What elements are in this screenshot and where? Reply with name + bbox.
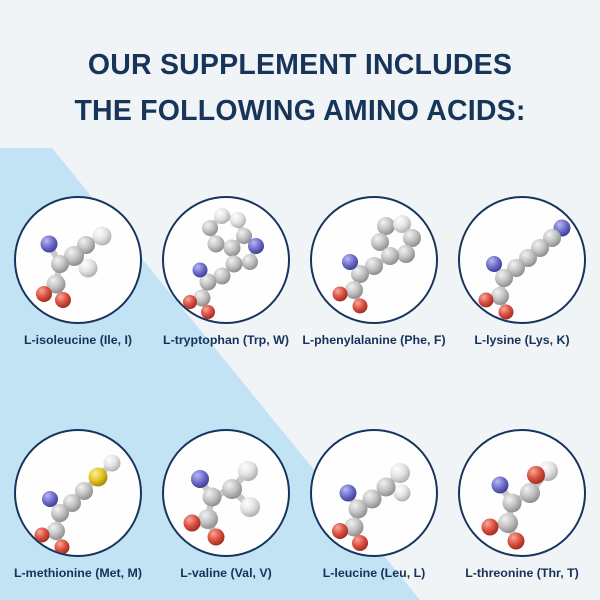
amino-acid-card-leucine[interactable]: L-leucine (Leu, L) (304, 429, 444, 580)
molecule-phenylalanine-icon (332, 215, 421, 314)
amino-acid-row: L-methionine (Met, M) (0, 429, 600, 580)
page-title-line-2: THE FOLLOWING AMINO ACIDS: (74, 95, 526, 127)
amino-acid-grid: L-isoleucine (Ile, I) (0, 196, 600, 580)
page-title-line-1: OUR SUPPLEMENT INCLUDES (87, 49, 513, 81)
molecule-bubble-phenylalanine (310, 196, 438, 324)
amino-acid-card-phenylalanine[interactable]: L-phenylalanine (Phe, F) (302, 196, 446, 347)
amino-acid-label: L-tryptophan (Trp, W) (163, 333, 289, 347)
molecule-valine-icon (183, 461, 260, 546)
molecule-bubble-methionine (14, 429, 142, 557)
molecule-bubble-leucine (310, 429, 438, 557)
molecule-threonine-icon (481, 461, 558, 550)
amino-acid-label: L-isoleucine (Ile, I) (23, 333, 133, 347)
amino-acid-label: L-valine (Val, V) (180, 566, 272, 580)
molecule-bubble-lysine (458, 196, 586, 324)
amino-acid-row: L-isoleucine (Ile, I) (0, 196, 600, 347)
amino-acid-card-isoleucine[interactable]: L-isoleucine (Ile, I) (8, 196, 148, 347)
page-title: OUR SUPPLEMENT INCLUDES THE FOLLOWING AM… (0, 42, 600, 134)
amino-acid-label: L-threonine (Thr, T) (465, 566, 579, 580)
molecule-methionine-icon (34, 454, 121, 555)
amino-acid-label: L-lysine (Lys, K) (474, 333, 570, 347)
amino-acid-label: L-methionine (Met, M) (13, 566, 143, 580)
molecule-isoleucine-icon (36, 226, 112, 308)
molecule-leucine-icon (332, 463, 411, 551)
molecule-bubble-valine (162, 429, 290, 557)
molecule-bubble-tryptophan (162, 196, 290, 324)
molecule-tryptophan-icon (183, 208, 264, 319)
molecule-lysine-icon (478, 219, 571, 320)
amino-acid-card-threonine[interactable]: L-threonine (Thr, T) (452, 429, 592, 580)
amino-acid-card-lysine[interactable]: L-lysine (Lys, K) (452, 196, 592, 347)
amino-acid-card-tryptophan[interactable]: L-tryptophan (Trp, W) (156, 196, 296, 347)
amino-acid-label: L-phenylalanine (Phe, F) (302, 333, 446, 347)
molecule-bubble-threonine (458, 429, 586, 557)
amino-acid-card-methionine[interactable]: L-methionine (Met, M) (8, 429, 148, 580)
amino-acid-card-valine[interactable]: L-valine (Val, V) (156, 429, 296, 580)
molecule-bubble-isoleucine (14, 196, 142, 324)
amino-acid-label: L-leucine (Leu, L) (322, 566, 426, 580)
